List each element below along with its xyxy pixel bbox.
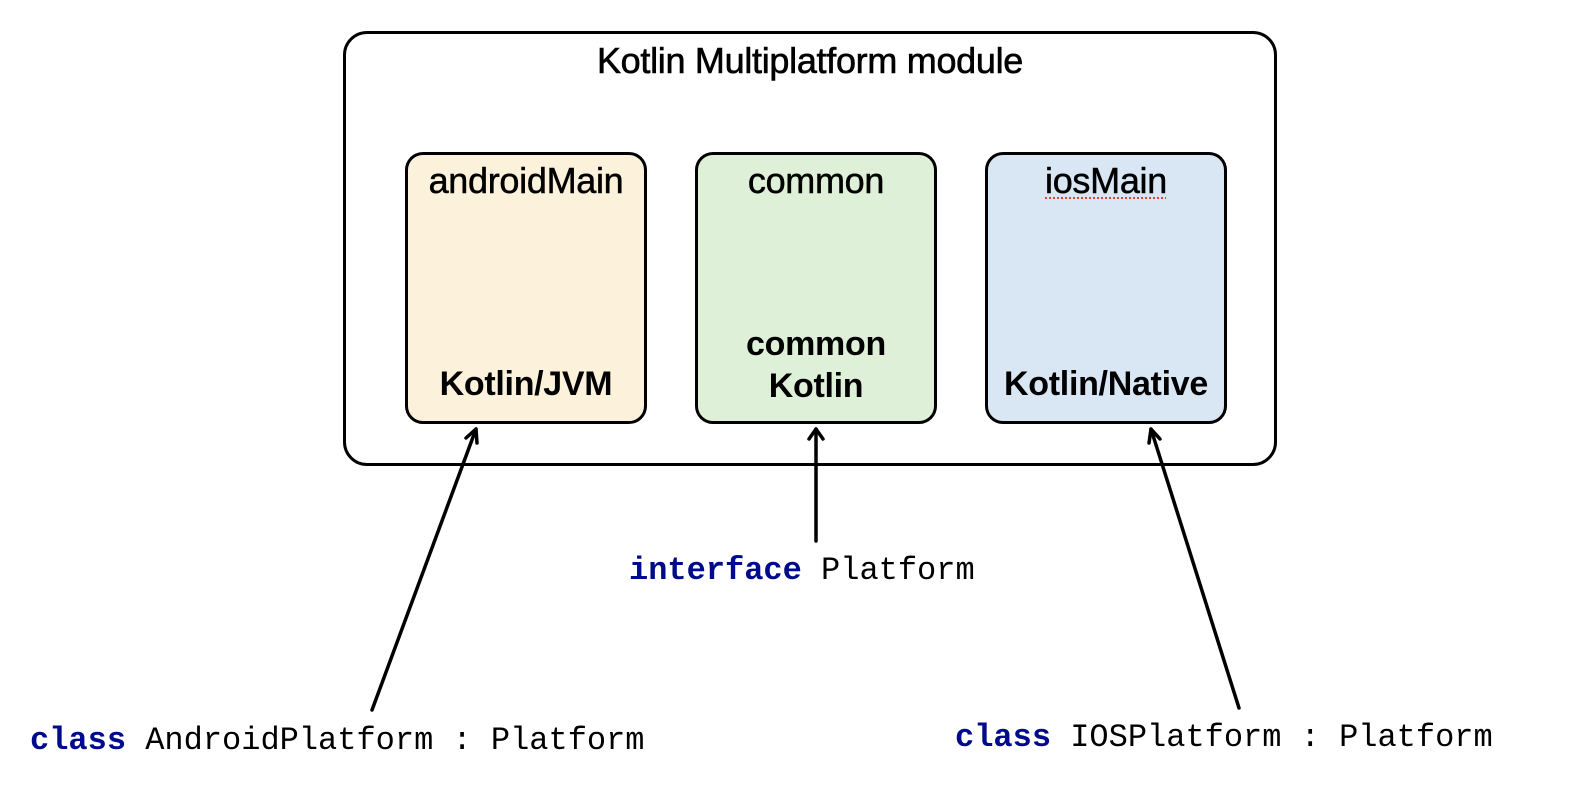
source-set-target-text: common Kotlin	[746, 325, 886, 405]
code-interface-platform: interface Platform	[629, 551, 975, 591]
code-android-platform-class: class AndroidPlatform : Platform	[30, 721, 645, 761]
code-text: Platform	[801, 552, 975, 589]
source-set-android-main: androidMain Kotlin/JVM	[405, 152, 647, 424]
code-keyword: class	[955, 719, 1052, 756]
module-title: Kotlin Multiplatform module	[596, 40, 1024, 82]
source-set-target: common Kotlin	[698, 323, 934, 407]
kotlin-multiplatform-module-box: Kotlin Multiplatform module	[343, 31, 1277, 466]
code-text: AndroidPlatform : Platform	[126, 722, 645, 759]
source-set-name-text: iosMain	[1045, 160, 1168, 202]
code-text: IOSPlatform : Platform	[1051, 719, 1493, 756]
code-ios-platform-class: class IOSPlatform : Platform	[955, 718, 1493, 758]
code-keyword: interface	[629, 552, 802, 589]
source-set-target: Kotlin/JVM	[439, 365, 613, 403]
arrow-ios	[1147, 427, 1241, 710]
arrow-android	[370, 427, 479, 712]
source-set-common: common common Kotlin	[695, 152, 937, 424]
code-keyword: class	[30, 722, 127, 759]
source-set-target: Kotlin/Native	[1004, 365, 1208, 403]
source-set-ios-main: iosMain Kotlin/Native	[985, 152, 1227, 424]
source-set-name: common	[747, 160, 885, 202]
source-set-name: iosMain	[988, 159, 1224, 203]
source-set-name: androidMain	[428, 160, 624, 202]
